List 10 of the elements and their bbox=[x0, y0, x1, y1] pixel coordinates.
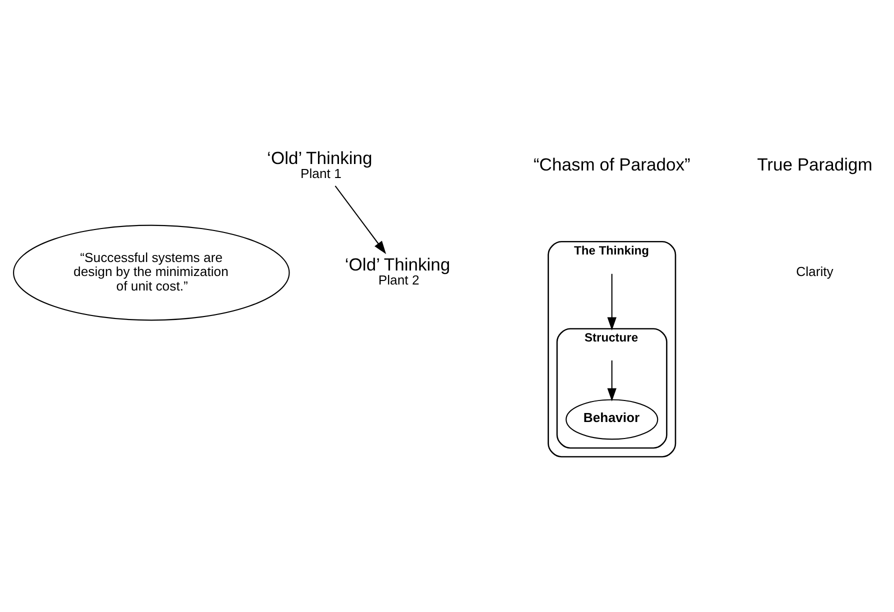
label: “Chasm of Paradox” bbox=[532, 154, 690, 174]
label: Clarity bbox=[796, 264, 833, 280]
node-ellipse: “Successful systems are design by the minimization of unit cost.” bbox=[12, 224, 290, 321]
arrow bbox=[334, 186, 386, 254]
node-text: ‘Old’ Thinking Plant 2 bbox=[344, 254, 450, 288]
arrow bbox=[606, 274, 616, 330]
node-ellipse: Behavior bbox=[565, 399, 658, 440]
arrow bbox=[606, 360, 616, 402]
node-text: ‘Old’ Thinking Plant 1 bbox=[266, 148, 372, 181]
label: True Paradigm bbox=[756, 154, 872, 174]
